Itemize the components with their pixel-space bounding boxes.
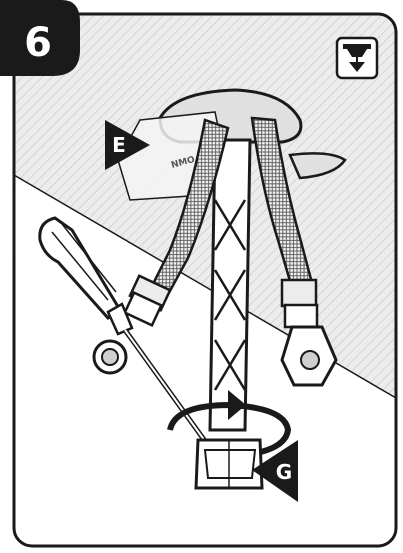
step-number: 6 bbox=[24, 20, 52, 66]
mounting-shank bbox=[210, 140, 250, 430]
callout-e-label: E bbox=[112, 133, 126, 157]
under-sink-install-icon bbox=[337, 38, 377, 78]
mounting-nut bbox=[196, 440, 262, 488]
step-badge: 6 bbox=[0, 0, 80, 76]
callout-g-label: G bbox=[276, 460, 292, 484]
